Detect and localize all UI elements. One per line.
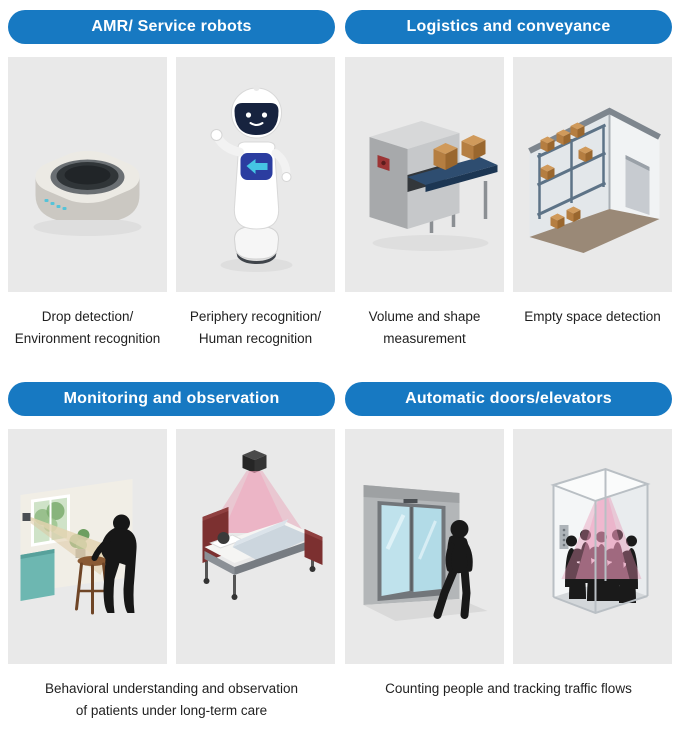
panel-empty-space	[513, 57, 672, 292]
caption-drop-detection: Drop detection/ Environment recognition	[14, 309, 161, 346]
elevator-illustration	[550, 467, 651, 615]
hospital-bed-illustration	[202, 450, 323, 600]
panels-amr	[8, 57, 335, 292]
automatic-door-illustration	[363, 485, 488, 621]
section-title: Logistics and conveyance	[406, 18, 611, 35]
panel-hospital-bed	[176, 429, 335, 664]
captions-amr: Drop detection/ Environment recognition …	[8, 306, 335, 376]
caption-volume-measurement: Volume and shape measurement	[368, 309, 481, 346]
captions-monitoring: Behavioral understanding and observation…	[8, 678, 335, 721]
section-title: AMR/ Service robots	[91, 18, 252, 35]
service-robot-illustration	[210, 85, 293, 272]
caption-empty-space: Empty space detection	[524, 309, 661, 324]
panels-logistics	[345, 57, 672, 292]
panel-elderly-care	[8, 429, 167, 664]
caption-periphery-recognition: Periphery recognition/ Human recognition	[189, 309, 322, 346]
section-header-doors-elevators: Automatic doors/elevators	[345, 382, 672, 416]
section-title: Monitoring and observation	[63, 390, 280, 407]
panel-elevator	[513, 429, 672, 664]
panel-service-robot	[176, 57, 335, 292]
panel-automatic-door	[345, 429, 504, 664]
section-header-logistics: Logistics and conveyance	[345, 10, 672, 44]
caption-behavioral-understanding: Behavioral understanding and observation…	[45, 681, 298, 718]
section-amr-service-robots: AMR/ Service robots	[8, 10, 335, 376]
panel-drop-detection	[8, 57, 167, 292]
captions-logistics: Volume and shape measurement Empty space…	[345, 306, 672, 376]
section-monitoring-observation: Monitoring and observation	[8, 382, 335, 721]
section-logistics-conveyance: Logistics and conveyance	[345, 10, 672, 376]
caption-counting-people: Counting people and tracking traffic flo…	[385, 681, 632, 696]
section-header-monitoring: Monitoring and observation	[8, 382, 335, 416]
drop-detection-illustration	[33, 151, 142, 236]
captions-doors-elevators: Counting people and tracking traffic flo…	[345, 678, 672, 700]
panels-monitoring	[8, 429, 335, 664]
panels-doors-elevators	[345, 429, 672, 664]
section-automatic-doors-elevators: Automatic doors/elevators	[345, 382, 672, 721]
volume-measurement-illustration	[369, 121, 498, 251]
empty-space-illustration	[528, 107, 661, 253]
elderly-care-illustration	[20, 479, 137, 615]
section-header-amr: AMR/ Service robots	[8, 10, 335, 44]
section-title: Automatic doors/elevators	[405, 390, 612, 407]
panel-volume-measurement	[345, 57, 504, 292]
